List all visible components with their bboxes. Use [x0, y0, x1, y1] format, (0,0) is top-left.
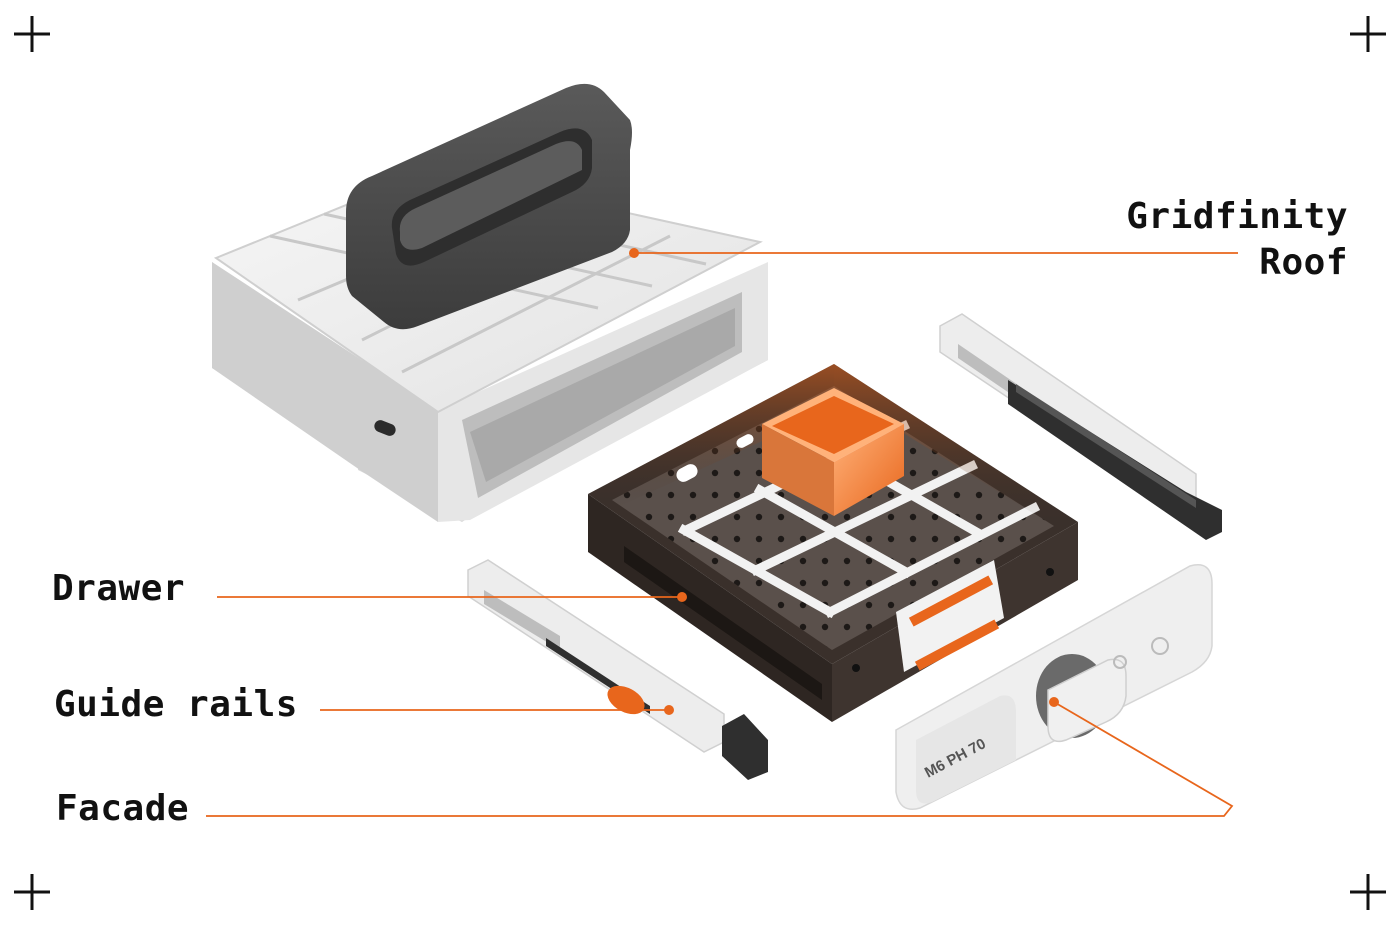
roof-label-line1: Gridfinity	[1126, 196, 1348, 237]
drawer-label: Drawer	[52, 568, 186, 609]
facade-label: Facade	[56, 788, 190, 829]
facade-leader-line	[206, 701, 1234, 817]
leader-lines	[206, 252, 1238, 817]
crosshair-icon-bottom-left	[14, 874, 50, 910]
drawer	[588, 364, 1078, 722]
roof-label-line2: Roof	[1259, 242, 1348, 283]
crosshair-icon-top-right	[1350, 16, 1386, 52]
orange-bin	[762, 388, 904, 516]
guide-rail-right	[939, 313, 1222, 540]
roof-label: Gridfinity Roof	[1126, 194, 1348, 286]
roof-housing	[212, 83, 768, 522]
crosshair-icon-top-left	[14, 16, 50, 52]
facade: M6 PH 70	[895, 564, 1213, 810]
guide-rail-left	[467, 559, 768, 780]
guide-rails-label: Guide rails	[54, 684, 298, 725]
roof-handle	[346, 83, 632, 330]
crosshair-icon-bottom-right	[1350, 874, 1386, 910]
